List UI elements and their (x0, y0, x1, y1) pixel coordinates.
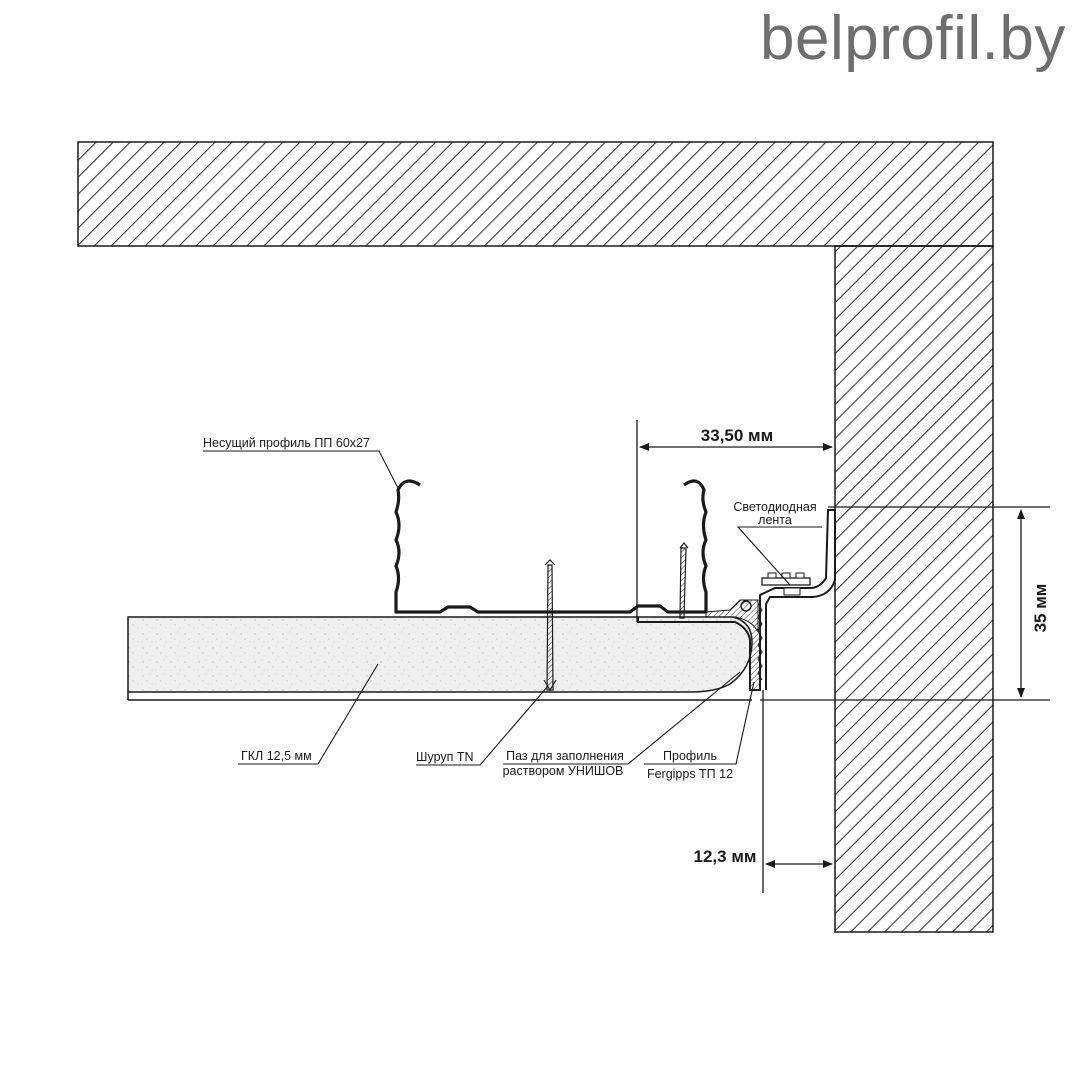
label-led-strip-line1: Светодиодная (733, 500, 816, 514)
leader-profile (644, 681, 755, 765)
wall (834, 245, 994, 933)
screw-right (679, 542, 689, 619)
leader-bearing-profile (203, 450, 399, 489)
dimension-gap-width: 33,50 мм (636, 420, 833, 622)
drywall-board (127, 616, 753, 693)
fergipps-profile (637, 509, 836, 691)
bearing-profile (394, 479, 708, 614)
label-groove-line2: раствором УНИШОВ (503, 764, 624, 778)
leader-screw (416, 685, 549, 766)
label-drywall: ГКЛ 12,5 мм (241, 749, 312, 763)
leader-led-strip (736, 526, 822, 586)
dimension-gap-width-label: 33,50 мм (701, 426, 773, 445)
dimension-offset: 12,3 мм (694, 690, 833, 893)
dimension-height-label: 35 мм (1031, 584, 1050, 633)
dimension-height: 35 мм (760, 506, 1050, 701)
label-groove-line1: Паз для заполнения (506, 749, 624, 763)
dimension-offset-label: 12,3 мм (694, 847, 757, 866)
label-profile-line2: Fergipps ТП 12 (647, 767, 733, 781)
ceiling-slab (77, 141, 994, 247)
leader-drywall (238, 663, 379, 765)
label-bearing-profile: Несущий профиль ПП 60х27 (203, 436, 370, 450)
label-profile-line1: Профиль (663, 749, 717, 763)
leader-groove (503, 671, 741, 765)
screw-left (543, 559, 557, 692)
brand-watermark: belprofil.by (760, 4, 1066, 73)
label-screw: Шуруп TN (416, 750, 474, 764)
label-led-strip-line2: лента (758, 513, 792, 527)
